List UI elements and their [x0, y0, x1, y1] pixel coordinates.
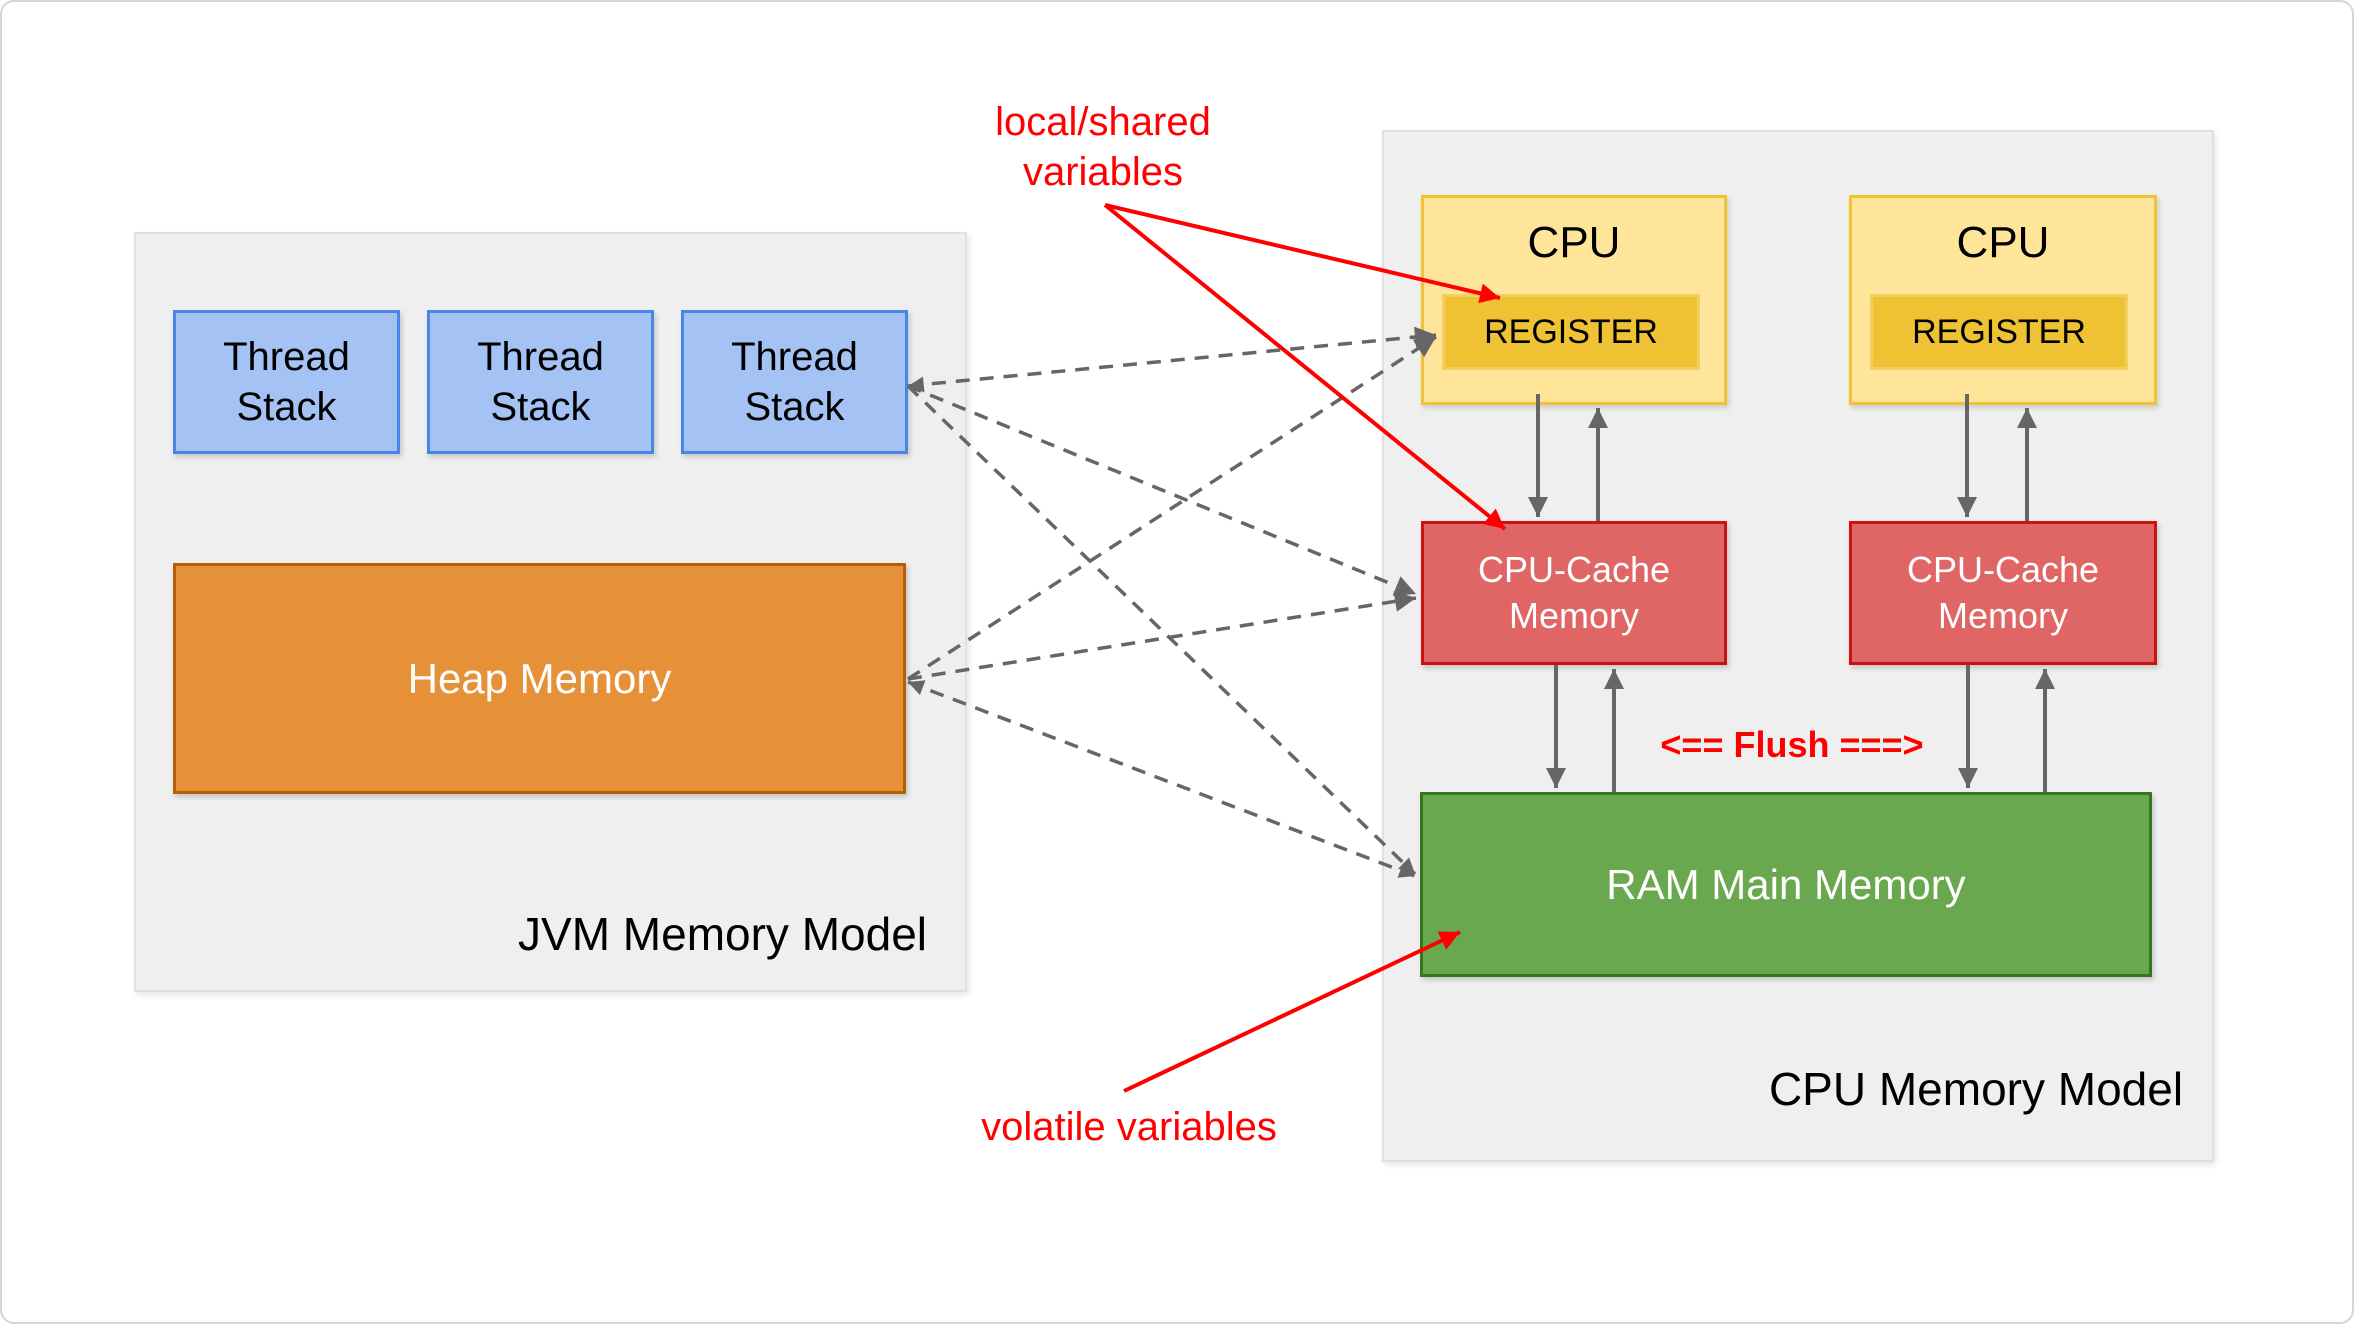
ram-main-memory-label: RAM Main Memory	[1606, 860, 1966, 908]
dashed-arrow-heap-ram	[907, 680, 1416, 878]
heap-memory-box: Heap Memory	[173, 563, 906, 794]
dashed-arrow-thread3-cache1	[907, 384, 1417, 596]
cpu-label-1: CPU	[1527, 218, 1621, 267]
cpu-box-2: CPU REGISTER	[1849, 195, 2157, 405]
cpu-label-2: CPU	[1956, 218, 2050, 267]
dashed-arrow-heap-cache1	[907, 590, 1417, 681]
ram-main-memory-box: RAM Main Memory	[1420, 792, 2152, 977]
thread-stack-label-1: Thread Stack	[223, 335, 350, 429]
cpu-memory-model-title: CPU Memory Model	[1768, 1063, 2184, 1115]
local-shared-variables-annotation: local/shared variables	[995, 100, 1211, 194]
thread-stack-box-3: Thread Stack	[681, 310, 908, 454]
register-label-1: REGISTER	[1484, 312, 1658, 351]
dashed-arrow-thread3-ram	[906, 384, 1417, 876]
cpu-cache-label-2: CPU-Cache Memory	[1906, 549, 2100, 636]
dashed-arrow-thread3-register1	[907, 326, 1437, 393]
register-label-2: REGISTER	[1912, 312, 2086, 351]
dashed-arrow-heap-register1	[907, 335, 1437, 681]
thread-stack-box-1: Thread Stack	[173, 310, 400, 454]
cpu-cache-box-2: CPU-Cache Memory	[1849, 521, 2157, 665]
heap-memory-label: Heap Memory	[407, 654, 672, 702]
jvm-memory-model-title: JVM Memory Model	[518, 908, 927, 960]
register-box-1: REGISTER	[1442, 294, 1700, 370]
flush-annotation: <== Flush ===>	[1660, 724, 1924, 765]
cpu-cache-box-1: CPU-Cache Memory	[1421, 521, 1727, 665]
cpu-box-1: CPU REGISTER	[1421, 195, 1727, 405]
register-box-2: REGISTER	[1870, 294, 2128, 370]
volatile-variables-annotation: volatile variables	[981, 1105, 1277, 1149]
cpu-cache-label-1: CPU-Cache Memory	[1477, 549, 1671, 636]
thread-stack-box-2: Thread Stack	[427, 310, 654, 454]
thread-stack-label-2: Thread Stack	[477, 335, 604, 429]
thread-stack-label-3: Thread Stack	[731, 335, 858, 429]
